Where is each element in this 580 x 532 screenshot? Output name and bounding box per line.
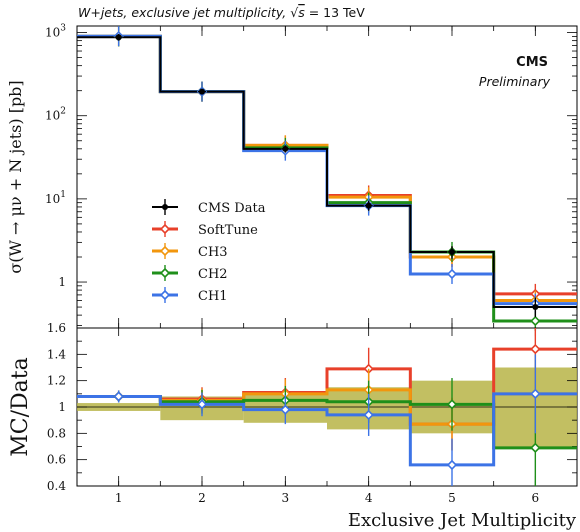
main-series-group <box>77 26 577 331</box>
x-tick-label: 4 <box>365 491 373 505</box>
y-tick-label: 101 <box>45 190 66 206</box>
legend-label-ch1: CH1 <box>198 289 228 304</box>
data-point <box>115 34 122 41</box>
legend-marker <box>159 267 171 279</box>
data-point <box>282 145 289 152</box>
ratio-y-tick-label: 1.2 <box>47 374 66 388</box>
x-axis-title: Exclusive Jet Multiplicity <box>348 510 577 531</box>
chart-title: W+jets, exclusive jet multiplicity, √s =… <box>78 5 365 20</box>
y-tick-label-base: 1 <box>58 275 66 289</box>
ratio-marker-ch1 <box>196 399 208 410</box>
chart-title-suffix: = 13 TeV <box>305 5 366 20</box>
data-point <box>449 248 455 255</box>
x-tick-label: 1 <box>115 491 123 505</box>
ratio-y-tick-label: 0.4 <box>47 479 66 493</box>
legend-marker <box>162 204 168 210</box>
x-tick-label: 5 <box>448 491 456 505</box>
ratio-marker-ch2 <box>530 442 541 453</box>
ratio-marker-softtune <box>530 343 541 355</box>
y-tick-label-base: 10 <box>45 26 60 40</box>
ratio-series-group <box>77 328 577 486</box>
data-point <box>199 88 205 95</box>
ratio-line-ch1 <box>77 392 577 467</box>
y-tick-label-base: 10 <box>45 109 60 123</box>
ratio-marker-ch2 <box>446 399 458 410</box>
legend-marker <box>159 245 171 257</box>
ratio-y-tick-label: 1 <box>58 400 66 414</box>
legend-label-ch2: CH2 <box>198 267 228 282</box>
ratio-y-tick-label: 0.8 <box>47 426 66 440</box>
series-marker-ch2 <box>530 315 541 327</box>
ratio-y-tick-label: 1.6 <box>47 321 66 335</box>
legend-label-softtune: SoftTune <box>198 223 258 238</box>
y-tick-label: 103 <box>45 24 66 40</box>
ratio-panel: 0.4 0.6 0.8 1 1.2 1.4 1.6 1 2 3 4 5 6 <box>47 321 578 505</box>
ratio-marker-ch1 <box>280 404 291 415</box>
y-tick-label: 102 <box>45 107 66 123</box>
ratio-marker-ch1 <box>363 409 374 421</box>
series-line-data <box>77 36 577 309</box>
x-tick-label: 2 <box>198 491 206 505</box>
ratio-ticks: 0.4 0.6 0.8 1 1.2 1.4 1.6 1 2 3 4 5 6 <box>47 321 578 505</box>
legend-label-data: CMS Data <box>198 201 266 216</box>
x-tick-label: 3 <box>282 491 290 505</box>
data-point <box>532 304 539 311</box>
y-tick-label: 1 <box>58 275 66 289</box>
ratio-marker-ch1 <box>446 459 458 471</box>
sqrt-s: s <box>298 5 305 20</box>
ratio-y-tick-label: 0.6 <box>47 453 66 467</box>
legend-marker <box>159 223 171 235</box>
chart-title-prefix: W+jets, exclusive jet multiplicity, <box>78 5 290 20</box>
ratio-marker-ch1 <box>530 388 541 399</box>
y-tick-label-base: 10 <box>45 192 60 206</box>
ratio-y-axis-title: MC/Data <box>8 357 33 456</box>
series-marker-ch1 <box>446 268 458 280</box>
experiment-label: CMS <box>516 55 548 70</box>
sqrt-symbol: √ <box>290 5 298 20</box>
main-y-axis-title: σ(W → μν + N jets) [pb] <box>6 80 25 273</box>
x-tick-label: 6 <box>532 491 540 505</box>
legend-marker <box>159 289 171 301</box>
y-tick-label-exponent: 3 <box>60 24 66 34</box>
ratio-marker-ch1 <box>113 391 124 402</box>
y-tick-label-exponent: 1 <box>60 190 66 200</box>
y-tick-label-exponent: 2 <box>60 107 66 117</box>
legend-label-ch3: CH3 <box>198 245 228 260</box>
ratio-y-tick-label: 1.4 <box>47 347 66 361</box>
data-point <box>365 202 372 209</box>
status-label: Preliminary <box>479 74 551 89</box>
